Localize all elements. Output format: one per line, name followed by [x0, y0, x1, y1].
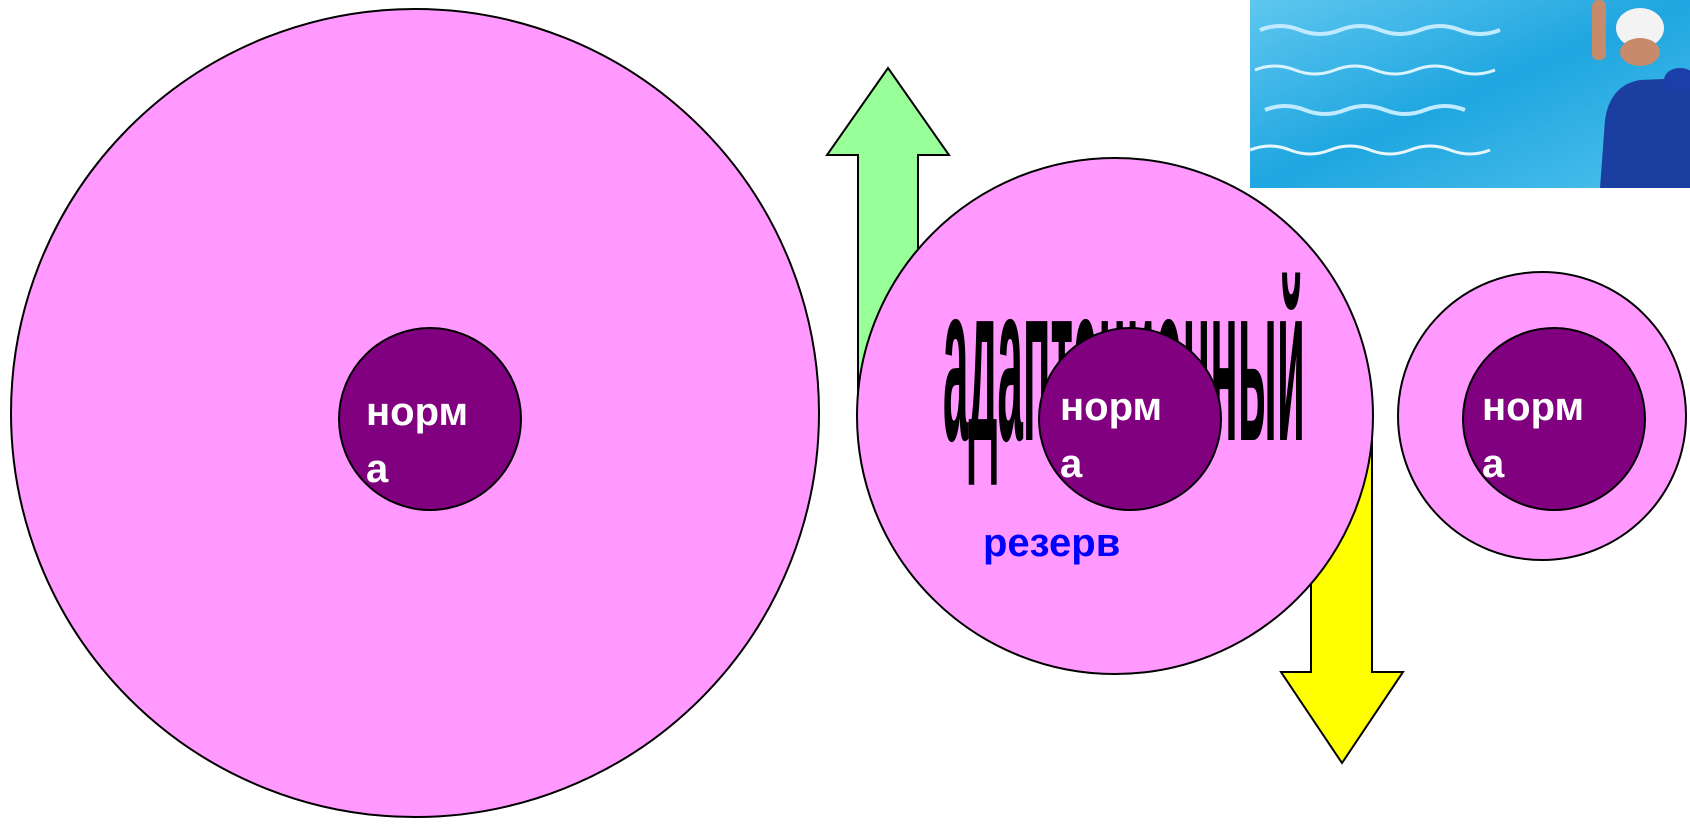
norma-label-middle-line2: а: [1060, 442, 1083, 486]
norma-label-middle: норм: [1060, 385, 1162, 429]
norma-label-small-line2: а: [1482, 442, 1505, 486]
norma-label-large-line2: а: [366, 447, 389, 491]
norma-label-large: норм: [366, 390, 468, 434]
rezerv-label: резерв: [983, 521, 1120, 565]
water-polo-photo: [1250, 0, 1690, 188]
norma-label-small: норм: [1482, 385, 1584, 429]
